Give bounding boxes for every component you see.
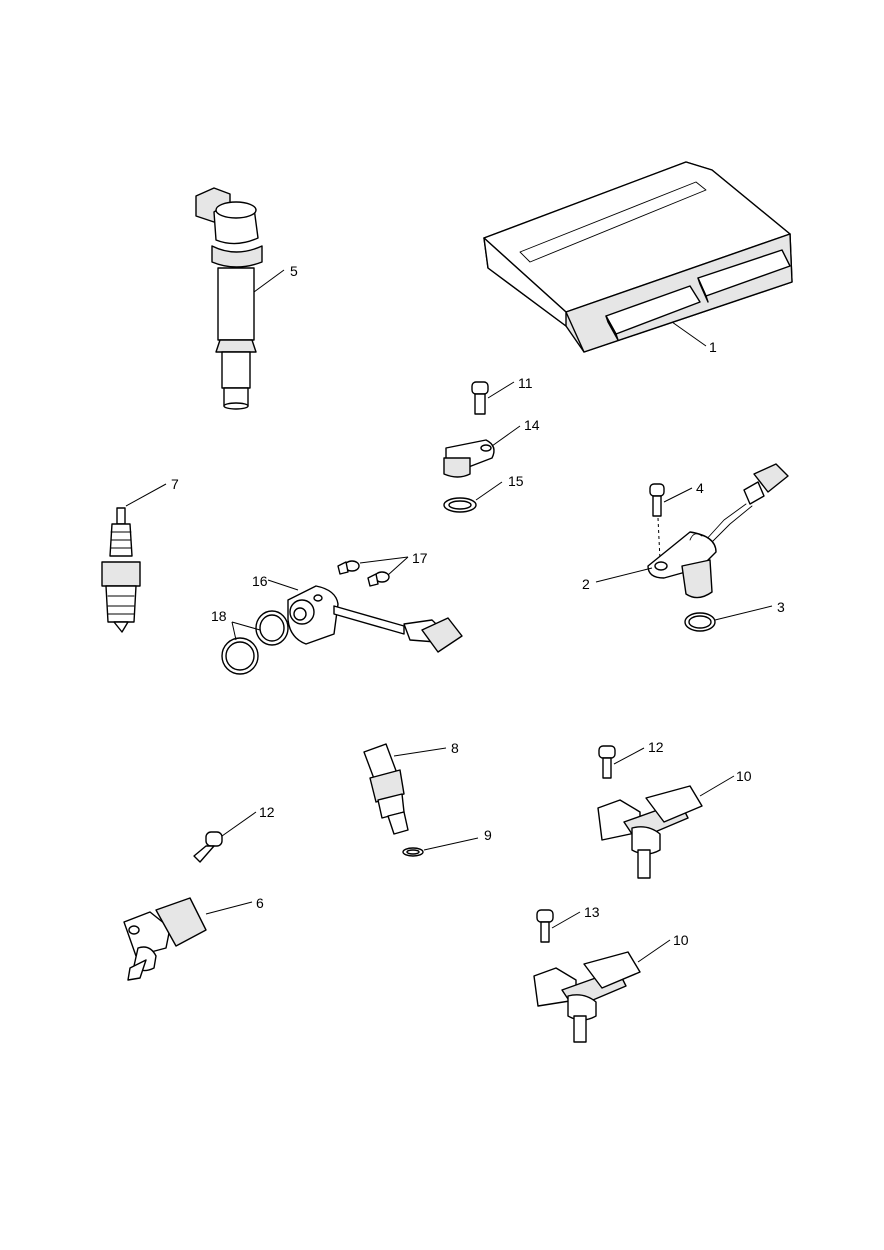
callout-2: 2: [582, 576, 590, 592]
callout-18: 18: [211, 608, 227, 624]
callout-6: 6: [256, 895, 264, 911]
bolt-11[interactable]: [471, 381, 489, 415]
callout-13: 13: [584, 904, 600, 920]
callout-15: 15: [508, 473, 524, 489]
callout-5: 5: [290, 263, 298, 279]
callout-4: 4: [696, 480, 704, 496]
callout-7: 7: [171, 476, 179, 492]
map-sensor-lower[interactable]: [533, 951, 641, 1043]
ecu-module[interactable]: [483, 161, 793, 353]
spark-plug[interactable]: [101, 507, 141, 633]
o-ring-3[interactable]: [684, 612, 716, 632]
o-ring-15[interactable]: [443, 497, 477, 513]
callout-9: 9: [484, 827, 492, 843]
callout-12-left: 12: [259, 804, 275, 820]
o-ring-18a[interactable]: [255, 610, 289, 646]
pressure-sensor[interactable]: [123, 897, 207, 981]
callout-14: 14: [524, 417, 540, 433]
callout-11: 11: [518, 375, 533, 391]
callout-12-right: 12: [648, 739, 664, 755]
callout-8: 8: [451, 740, 459, 756]
map-sensor-upper[interactable]: [597, 785, 703, 879]
bolt-12-right[interactable]: [598, 745, 616, 779]
callout-3: 3: [777, 599, 785, 615]
callout-10-upper: 10: [736, 768, 752, 784]
bolt-13[interactable]: [536, 909, 554, 943]
bolt-4[interactable]: [649, 483, 665, 517]
screw-17a[interactable]: [337, 560, 360, 575]
callout-16: 16: [252, 573, 268, 589]
callout-17: 17: [412, 550, 428, 566]
screw-17b[interactable]: [367, 571, 390, 587]
washer-9[interactable]: [402, 847, 424, 857]
bolt-12-left[interactable]: [193, 831, 223, 863]
sensor-bracket[interactable]: [443, 439, 495, 478]
temperature-sensor[interactable]: [363, 743, 409, 835]
ignition-coil[interactable]: [195, 187, 263, 410]
o-ring-18b[interactable]: [221, 637, 259, 675]
callout-1: 1: [709, 339, 717, 355]
position-sensor[interactable]: [287, 585, 463, 653]
speed-sensor[interactable]: [647, 463, 789, 599]
callout-10-lower: 10: [673, 932, 689, 948]
